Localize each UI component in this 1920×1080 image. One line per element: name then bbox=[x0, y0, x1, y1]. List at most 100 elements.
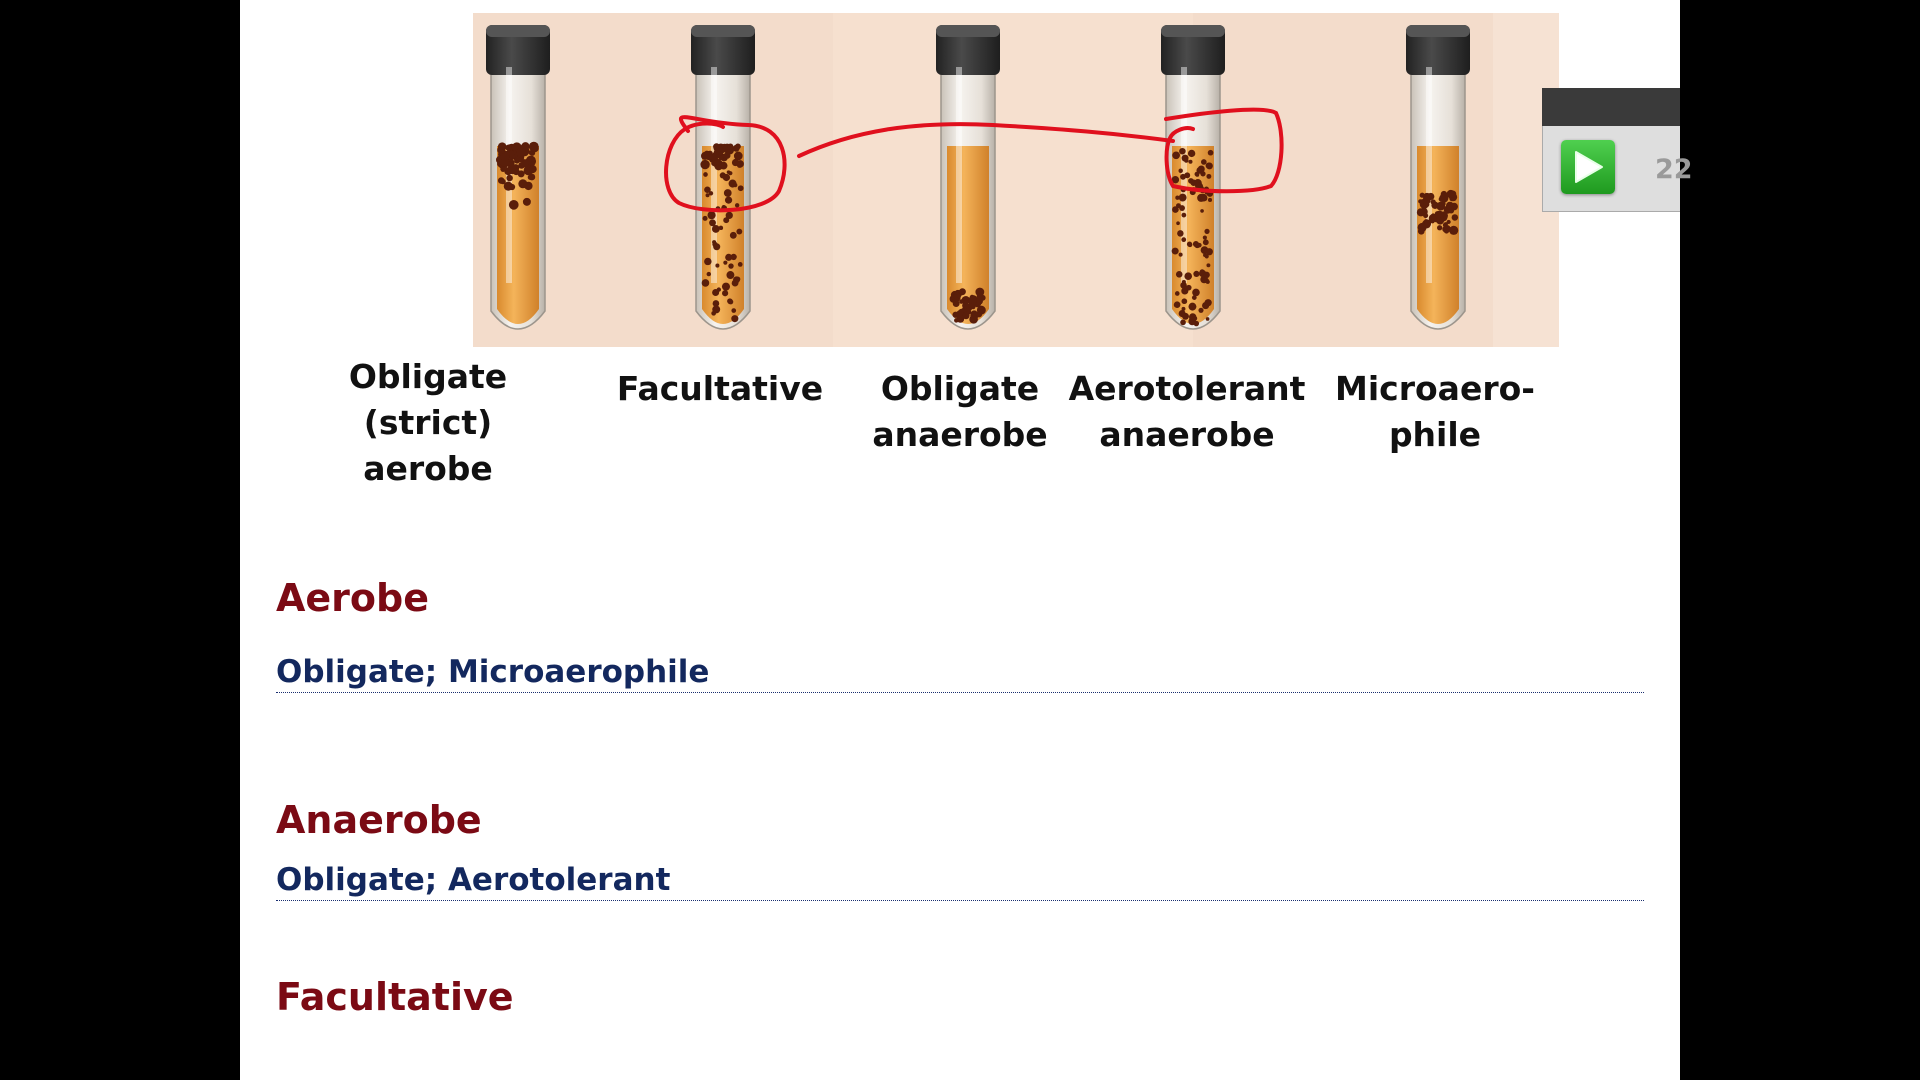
colony-dot bbox=[1205, 279, 1210, 284]
colony-dot bbox=[1207, 197, 1213, 203]
test-tube bbox=[936, 25, 1000, 330]
colony-dot bbox=[725, 146, 734, 155]
colony-dot bbox=[1202, 235, 1207, 240]
bacterial-colonies bbox=[700, 143, 744, 323]
colony-dot bbox=[1172, 206, 1179, 213]
colony-dot bbox=[711, 160, 717, 167]
colony-dot bbox=[1181, 212, 1187, 218]
colony-dot bbox=[1192, 288, 1200, 297]
colony-dot bbox=[1206, 162, 1213, 170]
colony-dot bbox=[723, 260, 728, 265]
colony-dot bbox=[506, 174, 513, 182]
colony-dot bbox=[508, 150, 515, 156]
answer-anaerobe[interactable]: Obligate; Aerotolerant bbox=[276, 862, 1644, 901]
colony-dot bbox=[1430, 218, 1435, 224]
colony-dot bbox=[1177, 230, 1184, 237]
glass-highlight bbox=[1426, 67, 1432, 283]
colony-dot bbox=[1178, 168, 1183, 173]
colony-dot bbox=[1446, 219, 1451, 225]
colony-dot bbox=[1173, 303, 1178, 307]
test-tube bbox=[691, 25, 755, 330]
slide: Obligate (strict) aerobe Facultative Obl… bbox=[240, 0, 1693, 1080]
colony-dot bbox=[729, 231, 737, 239]
colony-dot bbox=[733, 276, 740, 284]
colony-dot bbox=[1181, 237, 1187, 243]
colony-dot bbox=[956, 314, 965, 323]
colony-dot bbox=[975, 287, 985, 297]
colony-dot bbox=[517, 170, 525, 178]
colony-dot bbox=[725, 211, 733, 220]
bacterial-colonies bbox=[949, 287, 986, 324]
player-time-readout: 22 bbox=[1655, 154, 1693, 185]
colony-dot bbox=[1424, 219, 1429, 224]
colony-dot bbox=[731, 158, 740, 167]
colony-dot bbox=[1451, 214, 1459, 221]
colony-dot bbox=[1184, 172, 1191, 179]
tube-label-facultative: Facultative bbox=[616, 369, 824, 408]
colony-dot bbox=[1431, 201, 1439, 209]
colony-dot bbox=[1191, 295, 1197, 300]
colony-dot bbox=[708, 191, 714, 196]
colony-dot bbox=[737, 262, 743, 267]
colony-dot bbox=[529, 161, 535, 167]
colony-dot bbox=[1198, 307, 1204, 313]
colony-dot bbox=[516, 147, 527, 158]
tube-cap-top bbox=[486, 25, 550, 37]
colony-dot bbox=[1193, 316, 1198, 321]
colony-dot bbox=[500, 153, 509, 162]
colony-dot bbox=[1172, 151, 1180, 160]
colony-dot bbox=[531, 144, 539, 153]
colony-dot bbox=[1187, 149, 1196, 158]
colony-dot bbox=[706, 271, 711, 277]
colony-dot bbox=[952, 311, 959, 318]
tube-label-microaerophile: Microaero- phile bbox=[1335, 369, 1535, 454]
colony-dot bbox=[1175, 195, 1180, 200]
colony-dot bbox=[733, 182, 738, 188]
colony-dot bbox=[518, 162, 525, 169]
player-title-bar[interactable] bbox=[1542, 88, 1680, 126]
colony-dot bbox=[733, 151, 743, 161]
colony-dot bbox=[521, 142, 530, 151]
circle-annotation-facultative bbox=[664, 115, 787, 213]
colony-dot bbox=[1416, 208, 1426, 217]
colony-dot bbox=[737, 185, 744, 192]
colony-dot bbox=[724, 196, 733, 204]
answer-aerobe[interactable]: Obligate; Microaerophile bbox=[276, 654, 1644, 693]
tube-cap-top bbox=[936, 25, 1000, 37]
colony-dot bbox=[1193, 320, 1200, 327]
tube-cap bbox=[691, 25, 755, 75]
colony-dot bbox=[731, 308, 737, 313]
colony-dot bbox=[1197, 165, 1205, 173]
colony-dot bbox=[728, 299, 734, 305]
colony-dot bbox=[712, 305, 721, 314]
colony-dot bbox=[1180, 282, 1187, 289]
play-button[interactable] bbox=[1561, 140, 1615, 194]
colony-dot bbox=[1419, 192, 1425, 198]
colony-dot bbox=[1175, 271, 1183, 278]
colony-dot bbox=[1202, 239, 1209, 246]
colony-dot bbox=[1180, 319, 1186, 326]
tube-cap bbox=[1406, 25, 1470, 75]
colony-dot bbox=[705, 193, 710, 198]
colony-dot bbox=[1186, 241, 1193, 247]
colony-dot bbox=[1193, 270, 1200, 278]
figure-panel-middle bbox=[833, 13, 1193, 347]
colony-dot bbox=[1202, 301, 1210, 310]
colony-dot bbox=[726, 271, 735, 280]
tube-cap-top bbox=[1406, 25, 1470, 37]
glass-highlight bbox=[711, 67, 717, 283]
colony-dot bbox=[1443, 224, 1451, 233]
colony-dot bbox=[702, 215, 708, 221]
colony-dot bbox=[723, 217, 730, 224]
colony-dot bbox=[1171, 175, 1179, 184]
colony-dot bbox=[1200, 171, 1206, 177]
bacterial-colonies bbox=[1416, 189, 1459, 235]
colony-dot bbox=[714, 226, 720, 232]
colony-dot bbox=[1203, 197, 1208, 201]
colony-dot bbox=[712, 300, 720, 307]
colony-dot bbox=[1181, 306, 1186, 311]
colony-dot bbox=[718, 225, 724, 230]
heading-aerobe: Aerobe bbox=[276, 576, 430, 620]
colony-dot bbox=[728, 171, 733, 176]
test-tube bbox=[1406, 25, 1470, 330]
